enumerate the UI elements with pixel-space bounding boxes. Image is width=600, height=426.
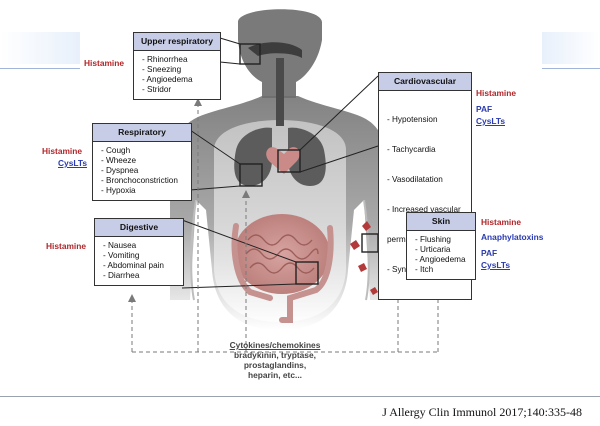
intestines — [234, 214, 330, 294]
bottom-line-3: prostaglandins, — [243, 360, 307, 370]
intestine-loops — [245, 234, 319, 274]
list-item: - Dyspnea — [101, 166, 139, 175]
list-item: - Tachycardia — [387, 145, 436, 154]
cardio-histamine-label: Histamine — [476, 88, 517, 98]
arrow-upper — [194, 98, 202, 106]
list-item: - Diarrhea — [103, 271, 140, 280]
list-item: - Bronchoconstriction — [101, 176, 178, 185]
connector-cardio — [299, 75, 379, 151]
resp-cyslts-link[interactable]: CysLTs — [58, 158, 88, 168]
skin-cyslts-link[interactable]: CysLTs — [481, 260, 511, 270]
bottom-line-4: heparin, etc... — [248, 370, 302, 380]
colon — [231, 223, 334, 323]
respiratory-title: Respiratory — [93, 124, 191, 142]
band-line-left — [0, 68, 80, 69]
list-item: - Vasodilatation — [387, 175, 443, 184]
list-item: - Increased vascular — [387, 205, 461, 214]
list-item: - Syncope — [387, 265, 424, 274]
connector-upper-2 — [219, 61, 241, 65]
digestive-title: Digestive — [95, 219, 183, 237]
connector-dig — [181, 219, 297, 263]
skin-lesion-2 — [362, 221, 371, 231]
list-item: - Hypotension — [387, 115, 438, 124]
connector-upper — [219, 37, 241, 45]
respiratory-list: - Cough - Wheeze - Dyspnea - Bronchocons… — [93, 142, 191, 200]
list-item: - Cough — [101, 146, 131, 155]
skin-lesion-4 — [370, 287, 378, 295]
list-item: - Hypoxia — [101, 186, 136, 195]
cardio-cyslts-link[interactable]: CysLTs — [476, 116, 506, 126]
head-silhouette — [238, 9, 322, 98]
focus-upper — [239, 43, 261, 65]
connector-resp — [189, 129, 241, 165]
list-item: - Urticaria — [415, 245, 451, 254]
list-item: - Flushing — [415, 235, 451, 244]
skin-histamine-label: Histamine — [481, 217, 522, 227]
skin-title: Skin — [407, 213, 475, 231]
list-item: - Angioedema — [415, 255, 466, 264]
list-item: - Nausea — [103, 241, 137, 250]
bottom-line-2: bradykinin, tryptase, — [234, 350, 316, 360]
connector-dig-2 — [181, 283, 297, 289]
upper-respiratory-list: - Rhinorrhea - Sneezing - Angioedema - S… — [134, 51, 220, 99]
skin-paf-label: PAF — [481, 248, 498, 258]
digestive-box: Digestive - Nausea - Vomiting - Abdomina… — [94, 218, 184, 286]
citation: J Allergy Clin Immunol 2017;140:335-48 — [382, 405, 582, 419]
resp-histamine-label: Histamine — [42, 146, 83, 156]
left-arm-outline — [190, 199, 197, 301]
focus-cardio — [277, 149, 301, 173]
band-line-right — [542, 68, 600, 69]
list-item: - Angioedema — [142, 75, 193, 84]
cardio-paf-label: PAF — [476, 104, 493, 114]
list-item: - Sneezing — [142, 65, 182, 74]
heart — [266, 147, 300, 174]
bottom-line-1: Cytokines/chemokines — [229, 340, 321, 350]
upper-respiratory-title: Upper respiratory — [134, 33, 220, 51]
skin-lesion-3 — [358, 263, 367, 272]
slide-band-left — [0, 32, 80, 64]
skin-lesion-1 — [350, 240, 360, 250]
arrow-left — [128, 294, 136, 302]
list-item: - Vomiting — [103, 251, 140, 260]
dig-histamine-label: Histamine — [46, 241, 87, 251]
slide-band-right — [542, 32, 600, 64]
digestive-list: - Nausea - Vomiting - Abdominal pain - D… — [95, 237, 183, 285]
connector-cardio-2 — [299, 145, 379, 173]
trachea — [276, 58, 284, 126]
cardiovascular-title: Cardiovascular — [379, 73, 471, 91]
list-item: - Rhinorrhea — [142, 55, 188, 64]
list-item: - Itch — [415, 265, 434, 274]
skin-list: - Flushing - Urticaria - Angioedema - It… — [407, 231, 475, 279]
right-arm-outline — [363, 199, 370, 301]
systemic-mediators-text: Cytokines/chemokines bradykinin, tryptas… — [214, 340, 336, 380]
upper-respiratory-box: Upper respiratory - Rhinorrhea - Sneezin… — [133, 32, 221, 100]
list-item: - Stridor — [142, 85, 172, 94]
respiratory-box: Respiratory - Cough - Wheeze - Dyspnea -… — [92, 123, 192, 201]
list-item: - Wheeze — [101, 156, 137, 165]
skin-anaphylatoxins-label: Anaphylatoxins — [481, 232, 544, 242]
arrow-resp — [242, 190, 250, 198]
upper-histamine-label: Histamine — [84, 58, 125, 68]
skin-box: Skin - Flushing - Urticaria - Angioedema… — [406, 212, 476, 280]
nasal-airway — [248, 42, 302, 58]
footer-divider — [0, 396, 600, 397]
focus-digestive — [295, 261, 319, 285]
list-item: - Abdominal pain — [103, 261, 164, 270]
focus-respiratory — [239, 163, 263, 187]
